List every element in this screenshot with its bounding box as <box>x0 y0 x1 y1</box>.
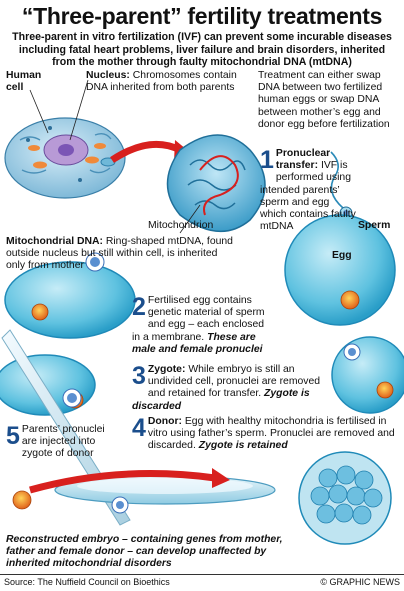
step-number: 2 <box>132 293 146 321</box>
source-note: Source: The Nuffield Council on Bioethic… <box>4 577 170 587</box>
step-heading: Donor: <box>147 416 182 427</box>
mtdna-text: Ring-shaped mtDNA, found outside nucleus… <box>6 236 233 272</box>
mitochondrion-label: Mitochondrion <box>148 220 214 231</box>
step-text: Parents’ pronuclei are injected into zyg… <box>21 424 105 460</box>
curved-arrow-icon <box>110 140 182 163</box>
step-5: 5 Parents’ pronuclei are injected into z… <box>6 424 106 461</box>
arrow-to-embryo-icon <box>29 470 216 494</box>
page-title: “Three-parent” fertility treatments <box>21 3 383 29</box>
fertilised-egg-graphic <box>4 261 136 339</box>
step-4: 4 Donor: Egg with healthy mitochondria i… <box>132 416 398 453</box>
step-tail: Zygote is discarded <box>132 388 310 412</box>
step-number: 1 <box>260 146 274 174</box>
human-cell-label: Human cell <box>6 70 42 94</box>
nucleus-text: Chromosomes contain DNA inherited from b… <box>86 70 237 94</box>
human-cell-graphic <box>4 79 126 199</box>
credit-note: © GRAPHIC NEWS <box>320 577 400 587</box>
step-text: Fertilised egg contains genetic material… <box>132 295 265 343</box>
nucleus-caption: Nucleus: Chromosomes contain DNA inherit… <box>86 70 246 94</box>
step-number: 3 <box>132 362 146 390</box>
embryo-graphic <box>298 451 392 545</box>
reconstructed-caption: Reconstructed embryo – containing genes … <box>6 534 283 570</box>
step-text: IVF is performed using intended parents’… <box>260 160 356 233</box>
intro-caption: Treatment can either swap DNA between tw… <box>258 70 390 130</box>
step-number: 5 <box>6 422 20 450</box>
step-3: 3 Zygote: While embryo is still an undiv… <box>132 364 332 413</box>
page-subtitle: Three-parent in vitro fertilization (IVF… <box>12 31 392 68</box>
mtdna-heading: Mitochondrial DNA: <box>6 236 103 247</box>
step-heading: Zygote: <box>147 364 186 375</box>
mtdna-caption: Mitochondrial DNA: Ring-shaped mtDNA, fo… <box>6 236 236 273</box>
egg-graphic <box>284 214 396 326</box>
step-1: 1 Pronuclear transfer: IVF is performed … <box>260 148 356 233</box>
step-text: Egg with healthy mitochondria is fertili… <box>147 416 395 452</box>
sperm-label: Sperm <box>358 220 391 231</box>
footer-divider <box>0 574 404 575</box>
step-heading: Pronuclear transfer: <box>275 148 331 172</box>
step-tail: Zygote is retained <box>198 440 288 452</box>
step-text: While embryo is still an undivided cell,… <box>147 364 321 400</box>
step-tail: These are male and female pronuclei <box>132 331 263 355</box>
step-2: 2 Fertilised egg contains genetic materi… <box>132 295 272 356</box>
step-number: 4 <box>132 414 146 442</box>
mitochondrion-graphic <box>166 134 266 234</box>
donor-egg-graphic <box>331 336 404 414</box>
nucleus-heading: Nucleus: <box>86 70 130 81</box>
egg-label: Egg <box>332 250 352 261</box>
